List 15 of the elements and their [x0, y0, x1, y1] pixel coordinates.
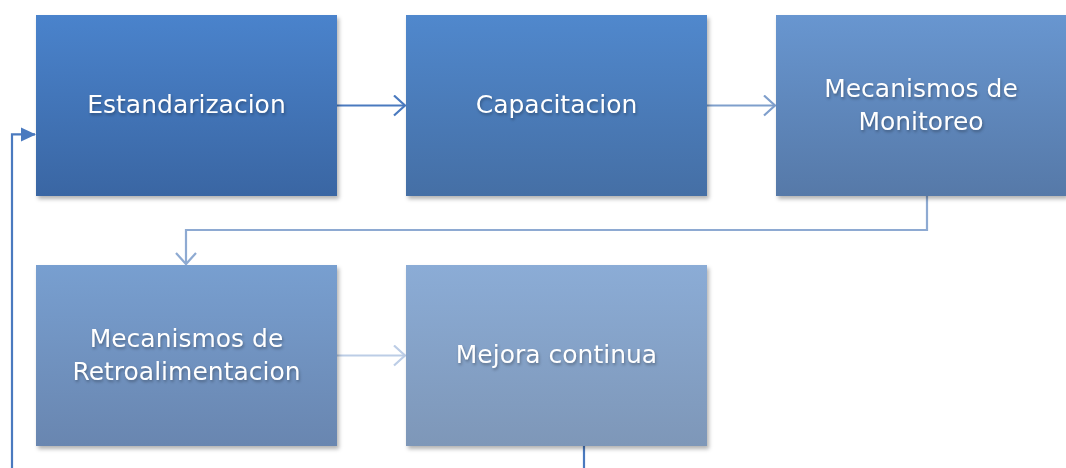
box-label: Mecanismos de Monitoreo	[823, 73, 1019, 138]
arrow	[174, 196, 929, 266]
box-label: Estandarizacion	[87, 89, 286, 122]
process-box	[36, 15, 337, 196]
process-box	[36, 265, 337, 446]
box-label: Capacitacion	[475, 89, 638, 122]
arrow	[337, 94, 407, 117]
box-label: Mejora continua	[455, 339, 658, 372]
box-label: Mecanismos de Retroalimentacion	[71, 323, 302, 388]
process-box	[406, 265, 707, 446]
arrow	[10, 127, 586, 468]
process-box	[406, 15, 707, 196]
arrow	[337, 344, 407, 367]
process-box	[776, 15, 1066, 196]
arrow	[707, 94, 777, 117]
